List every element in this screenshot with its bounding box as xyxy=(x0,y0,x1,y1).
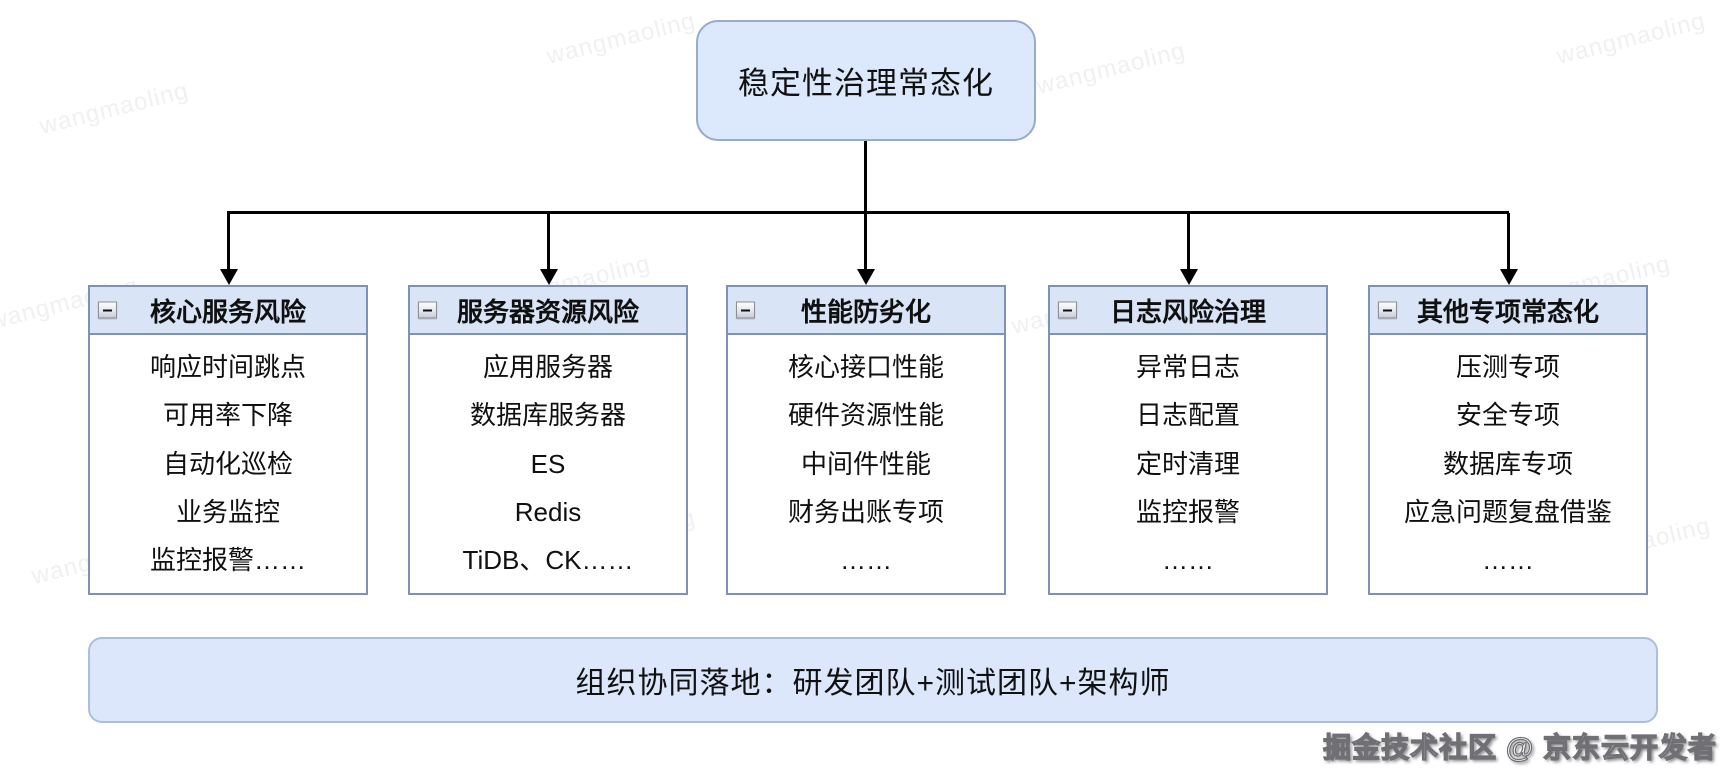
collapse-minus-icon[interactable] xyxy=(1058,301,1077,319)
list-item: …… xyxy=(1482,545,1534,576)
list-item: 应用服务器 xyxy=(482,351,613,382)
list-item: Redis xyxy=(514,497,582,528)
connector-trunk xyxy=(864,141,867,213)
collapse-minus-icon[interactable] xyxy=(736,301,755,319)
list-item: 数据库服务器 xyxy=(469,400,626,431)
category-box-server-resource-risk: 服务器资源风险 应用服务器 数据库服务器 ES Redis TiDB、CK…… xyxy=(408,285,688,595)
category-items: 核心接口性能 硬件资源性能 中间件性能 财务出账专项 …… xyxy=(728,335,1004,593)
category-title: 性能防劣化 xyxy=(800,296,931,327)
list-item: …… xyxy=(1162,545,1214,576)
list-item: 中间件性能 xyxy=(800,448,931,479)
list-item: 硬件资源性能 xyxy=(787,400,944,431)
arrowhead-icon xyxy=(540,269,558,285)
watermark-text: wangmaoling xyxy=(36,76,192,141)
category-title: 日志风险治理 xyxy=(1109,296,1266,327)
category-box-performance-degradation: 性能防劣化 核心接口性能 硬件资源性能 中间件性能 财务出账专项 …… xyxy=(726,285,1006,595)
list-item: 数据库专项 xyxy=(1442,448,1573,479)
banner-label: 组织协同落地：研发团队+测试团队+架构师 xyxy=(575,667,1171,700)
category-box-core-service-risk: 核心服务风险 响应时间跳点 可用率下降 自动化巡检 业务监控 监控报警…… xyxy=(88,285,368,595)
list-item: 财务出账专项 xyxy=(787,497,944,528)
category-box-log-risk-governance: 日志风险治理 异常日志 日志配置 定时清理 监控报警 …… xyxy=(1048,285,1328,595)
category-title: 其他专项常态化 xyxy=(1416,296,1599,327)
connector-stem-2 xyxy=(547,213,550,271)
list-item: 业务监控 xyxy=(175,497,280,528)
category-title: 核心服务风险 xyxy=(149,296,306,327)
category-items: 压测专项 安全专项 数据库专项 应急问题复盘借鉴 …… xyxy=(1370,335,1646,593)
category-title: 服务器资源风险 xyxy=(456,296,639,327)
category-header: 日志风险治理 xyxy=(1050,287,1326,335)
list-item: 压测专项 xyxy=(1455,351,1560,382)
list-item: 自动化巡检 xyxy=(162,448,293,479)
list-item: 安全专项 xyxy=(1455,400,1560,431)
list-item: 应急问题复盘借鉴 xyxy=(1403,497,1612,528)
root-node: 稳定性治理常态化 xyxy=(696,20,1036,141)
list-item: TiDB、CK…… xyxy=(462,545,634,576)
connector-rail xyxy=(227,211,1509,214)
connector-stem-4 xyxy=(1187,213,1190,271)
list-item: 监控报警…… xyxy=(149,545,306,576)
list-item: 监控报警 xyxy=(1135,497,1240,528)
collapse-minus-icon[interactable] xyxy=(418,301,437,319)
connector-stem-5 xyxy=(1507,213,1510,271)
watermark-text: wangmaoling xyxy=(1553,6,1709,71)
org-collaboration-banner: 组织协同落地：研发团队+测试团队+架构师 xyxy=(88,637,1658,723)
list-item: 日志配置 xyxy=(1135,400,1240,431)
watermark-text: wangmaoling xyxy=(1033,36,1189,101)
category-box-other-special-items: 其他专项常态化 压测专项 安全专项 数据库专项 应急问题复盘借鉴 …… xyxy=(1368,285,1648,595)
watermark-text: wangmaoling xyxy=(543,6,699,71)
list-item: …… xyxy=(840,545,892,576)
collapse-minus-icon[interactable] xyxy=(98,301,117,319)
credit-watermark: 掘金技术社区 @ 京东云开发者 xyxy=(1323,731,1717,763)
category-items: 异常日志 日志配置 定时清理 监控报警 …… xyxy=(1050,335,1326,593)
list-item: 可用率下降 xyxy=(162,400,293,431)
list-item: ES xyxy=(530,448,566,479)
category-header: 性能防劣化 xyxy=(728,287,1004,335)
category-header: 其他专项常态化 xyxy=(1370,287,1646,335)
arrowhead-icon xyxy=(1180,269,1198,285)
list-item: 响应时间跳点 xyxy=(149,351,306,382)
connector-stem-3 xyxy=(864,213,867,271)
category-items: 应用服务器 数据库服务器 ES Redis TiDB、CK…… xyxy=(410,335,686,593)
collapse-minus-icon[interactable] xyxy=(1378,301,1397,319)
list-item: 异常日志 xyxy=(1135,351,1240,382)
arrowhead-icon xyxy=(857,269,875,285)
arrowhead-icon xyxy=(220,269,238,285)
category-items: 响应时间跳点 可用率下降 自动化巡检 业务监控 监控报警…… xyxy=(90,335,366,593)
list-item: 核心接口性能 xyxy=(787,351,944,382)
category-header: 服务器资源风险 xyxy=(410,287,686,335)
arrowhead-icon xyxy=(1500,269,1518,285)
root-node-label: 稳定性治理常态化 xyxy=(738,66,994,101)
category-header: 核心服务风险 xyxy=(90,287,366,335)
connector-stem-1 xyxy=(227,213,230,271)
list-item: 定时清理 xyxy=(1135,448,1240,479)
